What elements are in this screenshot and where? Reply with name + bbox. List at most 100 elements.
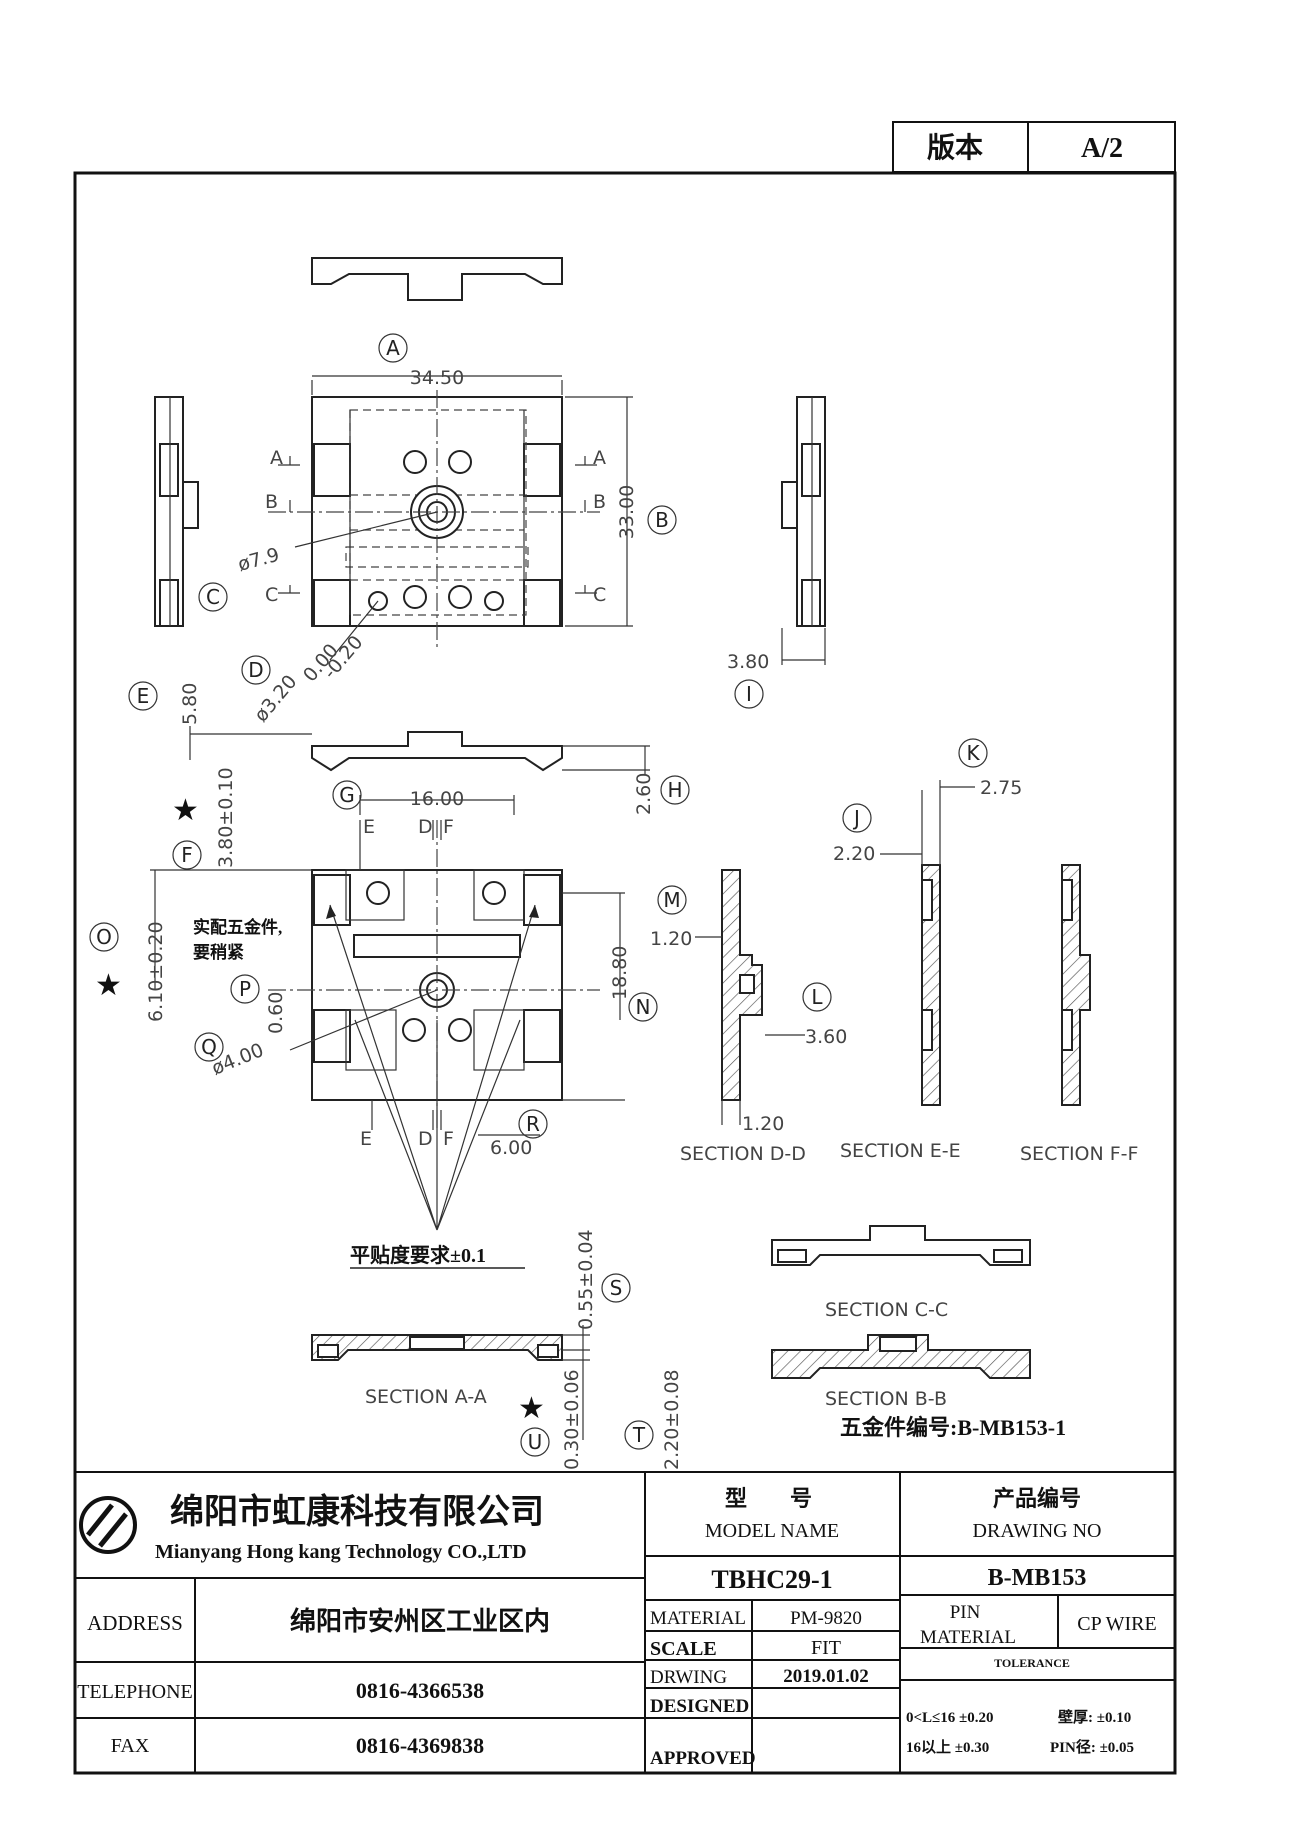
section-mark-b-left: B bbox=[265, 491, 278, 513]
dim-0-30-tol: 0.30±0.06 bbox=[561, 1369, 583, 1470]
pin-material-value: CP WIRE bbox=[1077, 1613, 1156, 1635]
dim-2-75: 2.75 bbox=[980, 777, 1022, 799]
drawing-label-cn: 产品编号 bbox=[993, 1486, 1081, 1511]
section-c-c: SECTION C-C bbox=[771, 1225, 1031, 1321]
drawing-value: B-MB153 bbox=[988, 1565, 1087, 1591]
tolerance-label: TOLERANCE bbox=[994, 1656, 1070, 1670]
dim-1-20-bottom: 1.20 bbox=[742, 1113, 784, 1135]
right-side-view: 3.80 bbox=[727, 396, 826, 673]
dim-33-00: 33.00 bbox=[616, 485, 638, 539]
callout-t: T bbox=[632, 1423, 646, 1447]
scale-value: FIT bbox=[811, 1637, 841, 1659]
callout-g: G bbox=[339, 783, 355, 807]
dim-dia-4-00: ø4.00 bbox=[209, 1039, 267, 1080]
callout-a: A bbox=[386, 336, 400, 360]
hardware-fit-note-line1: 实配五金件, bbox=[193, 917, 282, 937]
callout-k: K bbox=[966, 741, 980, 765]
section-a-a: 0.55±0.04 0.30±0.06 2.20±0.08 SECTION A-… bbox=[311, 1229, 683, 1470]
hardware-number-note: 五金件编号:B-MB153-1 bbox=[840, 1415, 1066, 1440]
dim-2-20: 2.20 bbox=[833, 843, 875, 865]
section-mark-e-bottom: E bbox=[360, 1128, 372, 1150]
dim-3-60: 3.60 bbox=[805, 1026, 847, 1048]
dim-6-00: 6.00 bbox=[490, 1137, 532, 1159]
star-icon-u: ★ bbox=[518, 1392, 545, 1425]
callout-b: B bbox=[655, 508, 669, 532]
tolerance-row1-a: 0<L≤16 ±0.20 bbox=[906, 1710, 994, 1726]
pin-material-label-1: PIN bbox=[950, 1602, 981, 1623]
section-mark-d-bottom: D bbox=[418, 1128, 433, 1150]
callout-o: O bbox=[96, 925, 112, 949]
top-side-view bbox=[311, 257, 563, 301]
callout-n: N bbox=[636, 995, 651, 1019]
callout-e: E bbox=[137, 684, 150, 708]
model-label-cn-1: 型 bbox=[725, 1486, 747, 1511]
section-b-b: SECTION B-B bbox=[771, 1334, 1031, 1410]
callout-d: D bbox=[248, 658, 263, 682]
plan-view-top bbox=[268, 390, 600, 650]
callout-markers: A B C D E F G H I J K L M N O P Q R S T … bbox=[89, 333, 988, 1457]
callout-h: H bbox=[667, 778, 682, 802]
scale-label: SCALE bbox=[650, 1638, 717, 1660]
section-mark-c-left: C bbox=[265, 584, 278, 606]
section-mark-f-top: F bbox=[443, 816, 454, 838]
drawing-date-label: DRWING bbox=[650, 1667, 727, 1688]
title-block: 绵阳市虹康科技有限公司 Mianyang Hong kang Technolog… bbox=[75, 1471, 1175, 1773]
version-value: A/2 bbox=[1081, 133, 1123, 164]
dim-0-60: 0.60 bbox=[265, 992, 287, 1034]
callout-l: L bbox=[811, 985, 823, 1009]
lower-view-dimensions: 16.00 3.80±0.10 6.10±0.20 0.60 ø4.00 18.… bbox=[145, 767, 631, 1159]
model-label-cn-2: 号 bbox=[790, 1486, 812, 1511]
section-mark-a-right: A bbox=[593, 447, 606, 469]
dimension-34-50: 34.50 bbox=[311, 367, 563, 395]
star-icon-o: ★ bbox=[95, 969, 122, 1002]
star-icon-f: ★ bbox=[172, 794, 199, 827]
drawing-frame bbox=[73, 171, 1177, 1775]
section-e-e: 2.20 2.75 SECTION E-E bbox=[833, 777, 1022, 1162]
hardware-fit-note-line2: 要稍紧 bbox=[193, 942, 244, 962]
dim-34-50: 34.50 bbox=[410, 367, 464, 389]
address-value: 绵阳市安州区工业区内 bbox=[290, 1606, 550, 1636]
section-mark-d-top: D bbox=[418, 816, 433, 838]
dim-16-00: 16.00 bbox=[410, 788, 464, 810]
dim-2-60: 2.60 bbox=[633, 773, 655, 815]
dim-0-55-tol: 0.55±0.04 bbox=[575, 1229, 597, 1330]
section-mark-f-bottom: F bbox=[443, 1128, 454, 1150]
address-label: ADDRESS bbox=[87, 1611, 183, 1635]
dim-3-80-tol: 3.80±0.10 bbox=[215, 767, 237, 868]
left-side-view bbox=[154, 396, 199, 627]
telephone-label: TELEPHONE bbox=[77, 1681, 193, 1703]
telephone-value: 0816-4366538 bbox=[356, 1678, 484, 1703]
callout-m: M bbox=[663, 888, 680, 912]
section-f-f: SECTION F-F bbox=[1020, 864, 1138, 1165]
callout-j: J bbox=[852, 806, 860, 830]
section-ff-title: SECTION F-F bbox=[1020, 1143, 1138, 1165]
callout-r: R bbox=[526, 1112, 540, 1136]
tolerance-row1-b: 壁厚: ±0.10 bbox=[1058, 1708, 1131, 1726]
section-aa-title: SECTION A-A bbox=[365, 1386, 487, 1408]
section-cc-title: SECTION C-C bbox=[825, 1299, 948, 1321]
dim-2-20-tol: 2.20±0.08 bbox=[661, 1369, 683, 1470]
dim-18-80: 18.80 bbox=[609, 946, 631, 1000]
section-bb-title: SECTION B-B bbox=[825, 1388, 947, 1410]
company-logo-icon bbox=[79, 1496, 137, 1554]
dim-dia-7-9: ø7.9 bbox=[236, 544, 282, 576]
material-value: PM-9820 bbox=[790, 1608, 862, 1629]
drawing-date-value: 2019.01.02 bbox=[783, 1666, 869, 1687]
version-label: 版本 bbox=[927, 132, 983, 164]
plan-view-bottom bbox=[268, 820, 600, 1231]
section-mark-e-top: E bbox=[363, 816, 375, 838]
callout-p: P bbox=[239, 977, 251, 1001]
tolerance-row2-b: PIN径: ±0.05 bbox=[1050, 1738, 1134, 1756]
section-dd-title: SECTION D-D bbox=[680, 1143, 806, 1165]
tolerance-row2-a: 16以上 ±0.30 bbox=[906, 1739, 989, 1756]
designed-label: DESIGNED bbox=[650, 1696, 749, 1717]
model-value: TBHC29-1 bbox=[711, 1565, 832, 1594]
model-label-en: MODEL NAME bbox=[705, 1520, 839, 1542]
section-d-d: 1.20 3.60 1.20 SECTION D-D bbox=[650, 869, 847, 1165]
version-box: 版本 A/2 bbox=[892, 121, 1176, 173]
callout-f: F bbox=[181, 843, 193, 867]
dim-5-80: 5.80 bbox=[179, 683, 201, 725]
material-label: MATERIAL bbox=[650, 1608, 746, 1629]
approved-label: APPROVED bbox=[650, 1748, 756, 1769]
